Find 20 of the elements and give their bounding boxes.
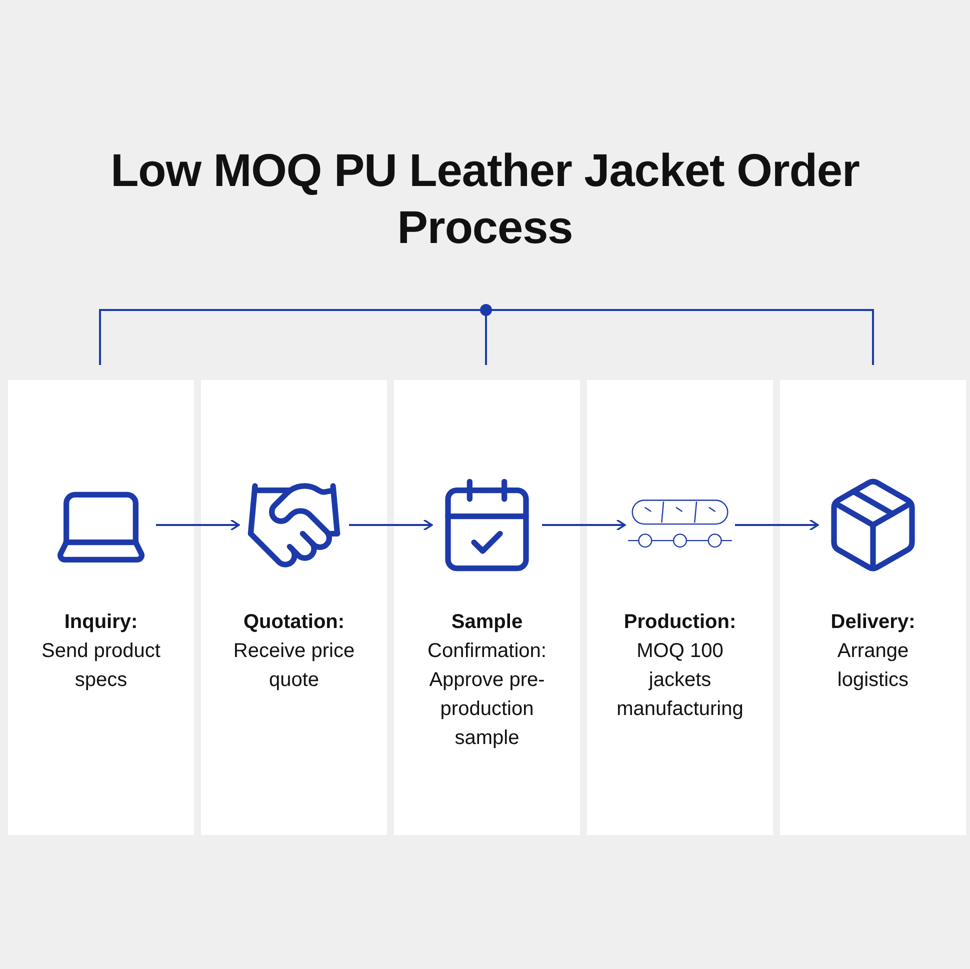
step-panel — [201, 380, 387, 835]
step-heading: Delivery: — [830, 610, 916, 635]
step-heading: Inquiry: — [63, 610, 139, 635]
step-heading: Production: — [622, 610, 738, 635]
step-description: Confirmation: Approve pre-production sample — [426, 639, 548, 751]
step-panel — [394, 380, 580, 835]
step-heading: Quotation: — [242, 610, 346, 635]
arrow — [156, 519, 240, 531]
step-description: Send product specs — [40, 639, 162, 693]
step-description: Arrange logistics — [836, 639, 910, 693]
step-panel — [780, 380, 966, 835]
step-description: MOQ 100 jackets manufacturing — [616, 639, 744, 722]
step-heading: Sample — [450, 610, 524, 635]
arrow — [542, 519, 626, 531]
arrow — [735, 519, 819, 531]
step-panel — [587, 380, 773, 835]
arrow — [349, 519, 433, 531]
step-panel — [8, 380, 194, 835]
title: Low MOQ PU Leather Jacket Order Process — [110, 143, 860, 255]
step-description: Receive price quote — [232, 639, 356, 693]
